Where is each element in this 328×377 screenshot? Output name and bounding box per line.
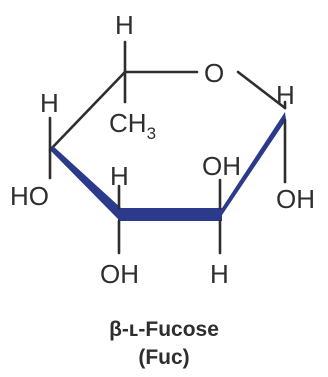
c1-hydroxyl-label: OH	[276, 184, 315, 214]
c2-h-label: H	[210, 259, 229, 289]
c4-hydroxyl-label: HO	[10, 181, 49, 211]
bond-c3-c2-bold	[118, 208, 222, 221]
c4-h-label: H	[40, 88, 59, 118]
c3-h-label: H	[110, 161, 129, 191]
bond-o-c1	[236, 70, 287, 110]
c2-hydroxyl-label: OH	[202, 151, 241, 181]
molecule-abbreviation: (Fuc)	[138, 346, 190, 369]
c5-h-label: H	[115, 10, 134, 40]
molecule-name: β-ʟ-Fucose	[109, 318, 219, 341]
bond-c2-c1-wedge	[218, 112, 286, 221]
bond-c4-c3-wedge	[50, 146, 121, 220]
c6-methyl-label: CH3	[109, 108, 156, 143]
bond-c5-c4	[48, 70, 127, 152]
c3-hydroxyl-label: OH	[100, 259, 139, 289]
ring-oxygen-label: O	[204, 58, 224, 88]
c1-h-label: H	[276, 80, 295, 110]
